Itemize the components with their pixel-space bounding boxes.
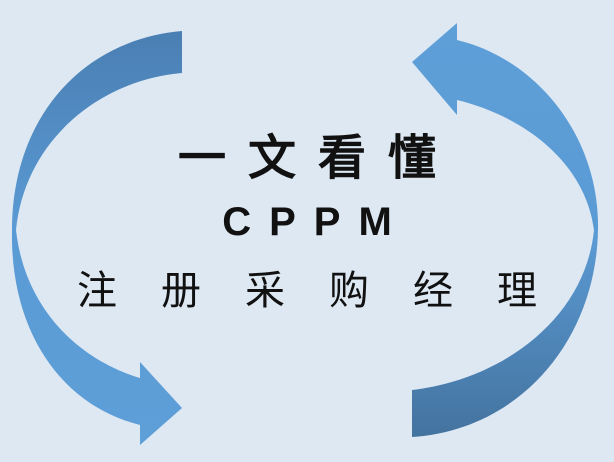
left-arrow-icon	[11, 31, 182, 445]
title: 一文看懂	[177, 130, 458, 186]
caption: 注册采购经理	[77, 268, 581, 314]
right-arrow-icon	[412, 23, 599, 437]
subtitle: CPPM	[222, 200, 410, 244]
